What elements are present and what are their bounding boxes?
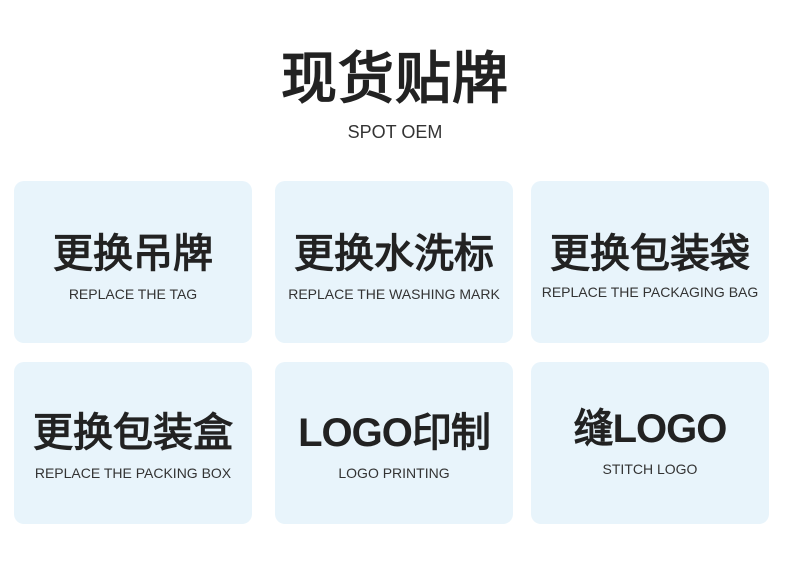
card-subtitle: REPLACE THE WASHING MARK bbox=[288, 286, 500, 302]
card-title: 更换吊牌 bbox=[53, 231, 213, 277]
card-replace-washing-mark: 更换水洗标 REPLACE THE WASHING MARK bbox=[275, 181, 513, 343]
card-replace-packing-box: 更换包装盒 REPLACE THE PACKING BOX bbox=[14, 362, 252, 524]
card-title: 更换包装盒 bbox=[33, 410, 233, 456]
card-subtitle: STITCH LOGO bbox=[602, 461, 698, 477]
page-subtitle: SPOT OEM bbox=[347, 122, 443, 142]
card-title: 缝LOGO bbox=[573, 407, 728, 451]
card-replace-tag: 更换吊牌 REPLACE THE TAG bbox=[14, 181, 252, 343]
card-subtitle: REPLACE THE PACKAGING BAG bbox=[541, 284, 759, 300]
card-title: LOGO印制 bbox=[298, 411, 491, 455]
card-subtitle: LOGO PRINTING bbox=[338, 465, 450, 481]
card-title: 更换包装袋 bbox=[550, 231, 750, 277]
page-title: 现货贴牌 bbox=[281, 47, 509, 112]
card-subtitle: REPLACE THE PACKING BOX bbox=[34, 465, 232, 481]
card-stitch-logo: 缝LOGO STITCH LOGO bbox=[531, 362, 769, 524]
card-subtitle: REPLACE THE TAG bbox=[68, 286, 198, 302]
card-logo-printing: LOGO印制 LOGO PRINTING bbox=[275, 362, 513, 524]
card-title: 更换水洗标 bbox=[294, 231, 494, 277]
card-replace-packaging-bag: 更换包装袋 REPLACE THE PACKAGING BAG bbox=[531, 181, 769, 343]
